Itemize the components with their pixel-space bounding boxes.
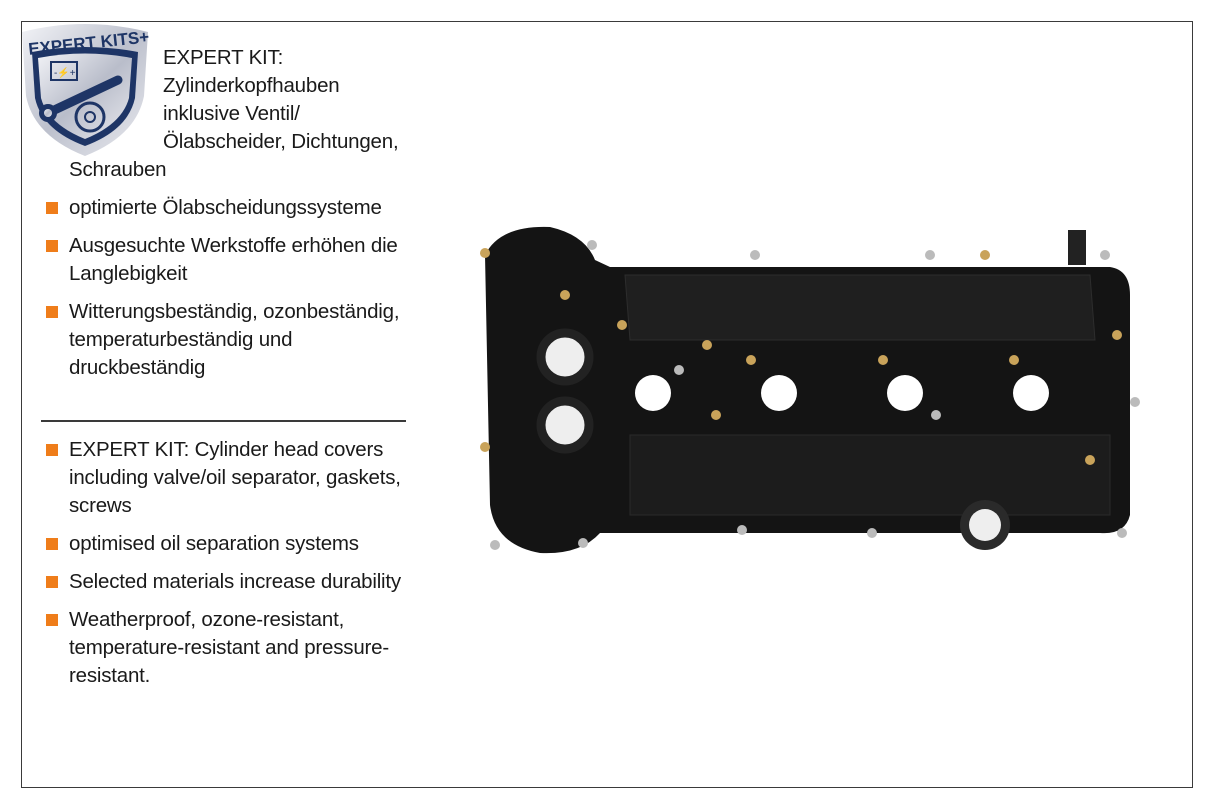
item-text: Selected materials increase durability [69,570,401,593]
list-item: optimised oil separation systems [46,530,416,558]
list-item: Ausgesuchte Werkstoffe erhöhen die Langl… [46,232,416,288]
german-feature-list: EXPERT KIT: Zylinderkopfhauben inklusive… [46,44,416,392]
bullet-icon [46,202,58,214]
bullet-icon [46,614,58,626]
bullet-icon [46,240,58,252]
item-text: optimierte Ölabscheidungssysteme [69,196,382,219]
item-text: EXPERT KIT: Zylinderkopfhauben inklusive… [69,46,399,181]
expert-kits-badge-logo: EXPERT KITS+ -⚡+ [22,24,150,156]
list-item: Weatherproof, ozone-resistant, temperatu… [46,606,416,690]
english-feature-list: EXPERT KIT: Cylinder head covers includi… [46,436,416,700]
item-text: Witterungsbeständig, ozonbeständig, temp… [69,300,400,379]
svg-text:-⚡+: -⚡+ [54,66,76,79]
bullet-icon [46,538,58,550]
list-item: EXPERT KIT: Zylinderkopfhauben inklusive… [46,44,416,184]
bullet-icon [46,576,58,588]
item-text: EXPERT KIT: Cylinder head covers includi… [69,438,401,517]
item-text: optimised oil separation systems [69,532,359,555]
bullet-icon [46,306,58,318]
item-text: Ausgesuchte Werkstoffe erhöhen die Langl… [69,234,398,285]
item-text: Weatherproof, ozone-resistant, temperatu… [69,608,390,687]
list-item: Witterungsbeständig, ozonbeständig, temp… [46,298,416,382]
content-frame [21,21,1193,788]
list-item: Selected materials increase durability [46,568,416,596]
list-item: optimierte Ölabscheidungssysteme [46,194,416,222]
divider [41,420,406,422]
bullet-icon [46,444,58,456]
list-item: EXPERT KIT: Cylinder head covers includi… [46,436,416,520]
cylinder-head-cover-image [480,226,1140,554]
